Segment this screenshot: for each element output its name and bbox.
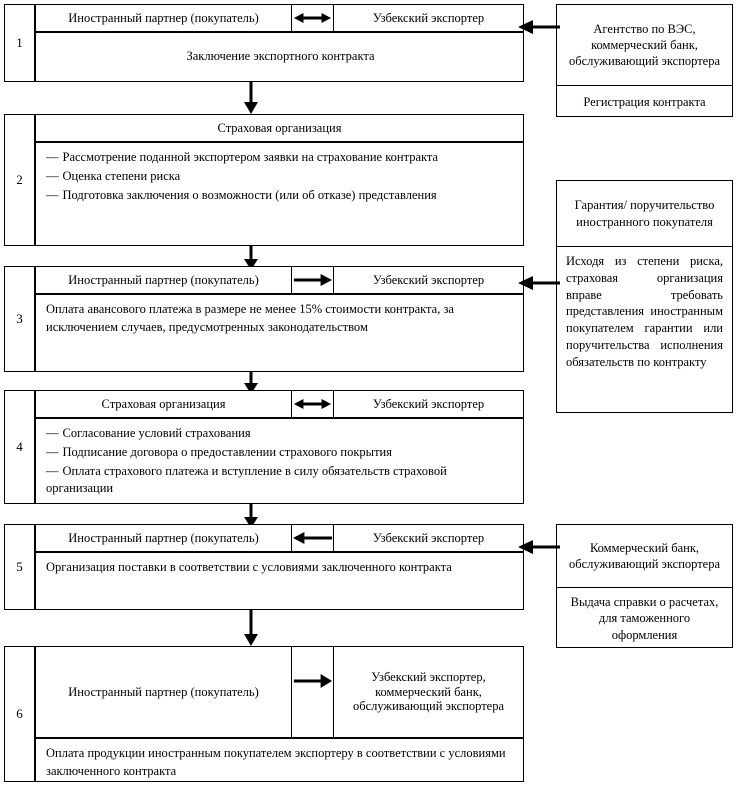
double-arrow-icon bbox=[291, 391, 334, 417]
bullet-text: Подписание договора о предоставлении стр… bbox=[62, 444, 392, 459]
actor-foreign-partner-6: Иностранный партнер (покупатель) bbox=[68, 684, 259, 699]
step-description-3: Оплата авансового платежа в размере не м… bbox=[46, 302, 454, 334]
step-body-3: Иностранный партнер (покупатель) Узбекск… bbox=[36, 267, 523, 371]
step-description-6: Оплата продукции иностранным покупателем… bbox=[46, 746, 506, 778]
bullet-list-4: —Согласование условий страхования —Подпи… bbox=[46, 425, 515, 498]
side-box-guarantee-title: Гарантия/ поручительство иностранного по… bbox=[574, 198, 715, 229]
actor-uzbek-exporter-4: Узбекский экспортер bbox=[372, 396, 485, 411]
step-body-6: Иностранный партнер (покупатель) Узбекск… bbox=[36, 647, 523, 781]
side-box-guarantee-body: Исходя из степени риска, страховая орган… bbox=[557, 246, 732, 414]
dash-glyph: — bbox=[46, 463, 59, 478]
step-header-5: Иностранный партнер (покупатель) Узбекск… bbox=[36, 525, 523, 553]
list-item: —Подготовка заключения о возможности (ил… bbox=[46, 187, 515, 205]
step-number-6: 6 bbox=[5, 647, 36, 781]
connector-arrow-1-2 bbox=[237, 82, 265, 114]
actor-foreign-partner-3: Иностранный партнер (покупатель) bbox=[68, 272, 259, 287]
bullet-list-2: —Рассмотрение поданной экспортером заявк… bbox=[46, 149, 515, 204]
feeder-arrow-agency-to-step-1 bbox=[516, 18, 560, 36]
step-body-4: Страховая организация Узбекский экспорте… bbox=[36, 391, 523, 503]
step-block-1: 1 Иностранный партнер (покупатель) Узбек… bbox=[4, 4, 524, 82]
step-block-3: 3 Иностранный партнер (покупатель) Узбек… bbox=[4, 266, 524, 372]
double-arrow-icon bbox=[291, 5, 334, 31]
step-block-5: 5 Иностранный партнер (покупатель) Узбек… bbox=[4, 524, 524, 610]
step-number-2: 2 bbox=[5, 115, 36, 245]
actor-uzbek-exporter-bank-6: Узбекский экспортер, коммерческий банк, … bbox=[352, 669, 505, 714]
bullet-text: Оплата страхового платежа и вступление в… bbox=[46, 463, 447, 496]
side-box-agency-action: Регистрация контракта bbox=[557, 85, 732, 118]
left-arrow-icon bbox=[291, 525, 334, 551]
feeder-arrow-guarantee-to-step-3 bbox=[516, 274, 560, 292]
feeder-arrow-bank-to-step-5 bbox=[516, 538, 560, 556]
step-description-5: Организация поставки в соответствии с ус… bbox=[46, 560, 452, 574]
list-item: —Подписание договора о предоставлении ст… bbox=[46, 444, 515, 462]
bullet-text: Оценка степени риска bbox=[62, 168, 181, 183]
step-description-4: —Согласование условий страхования —Подпи… bbox=[36, 419, 523, 505]
list-item: —Рассмотрение поданной экспортером заявк… bbox=[46, 149, 515, 167]
step-body-1: Иностранный партнер (покупатель) Узбекск… bbox=[36, 5, 523, 81]
step-header-1: Иностранный партнер (покупатель) Узбекск… bbox=[36, 5, 523, 33]
step-header-6: Иностранный партнер (покупатель) Узбекск… bbox=[36, 647, 523, 739]
list-item: —Оценка степени риска bbox=[46, 168, 515, 186]
side-box-bank: Коммерческий банк, обслуживающий экспорт… bbox=[556, 524, 733, 648]
actor-insurance-org-4: Страховая организация bbox=[101, 396, 226, 411]
right-arrow-icon bbox=[291, 647, 334, 737]
step-number-3: 3 bbox=[5, 267, 36, 371]
bullet-text: Подготовка заключения о возможности (или… bbox=[62, 187, 437, 202]
actor-insurance-org-2: Страховая организация bbox=[217, 120, 342, 135]
step-number-1: 1 bbox=[5, 5, 36, 81]
list-item: —Оплата страхового платежа и вступление … bbox=[46, 463, 515, 499]
step-number-4: 4 bbox=[5, 391, 36, 503]
actor-uzbek-exporter-3: Узбекский экспортер bbox=[372, 272, 485, 287]
dash-glyph: — bbox=[46, 187, 59, 202]
side-box-bank-action: Выдача справки о расчетах, для таможенно… bbox=[557, 587, 732, 649]
side-box-agency: Агентство по ВЭС, коммерческий банк, обс… bbox=[556, 4, 733, 117]
side-box-bank-title: Коммерческий банк, обслуживающий экспорт… bbox=[568, 540, 721, 571]
actor-foreign-partner-1: Иностранный партнер (покупатель) bbox=[68, 10, 259, 25]
step-body-5: Иностранный партнер (покупатель) Узбекск… bbox=[36, 525, 523, 609]
bullet-text: Согласование условий страхования bbox=[62, 426, 251, 440]
right-arrow-icon bbox=[291, 267, 334, 293]
step-description-1: Заключение экспортного контракта bbox=[186, 49, 375, 64]
step-block-6: 6 Иностранный партнер (покупатель) Узбек… bbox=[4, 646, 524, 782]
dash-glyph: — bbox=[46, 444, 59, 459]
connector-arrow-4-5 bbox=[237, 504, 265, 528]
connector-arrow-2-3 bbox=[237, 246, 265, 270]
actor-uzbek-exporter-5: Узбекский экспортер bbox=[372, 530, 485, 545]
step-header-4: Страховая организация Узбекский экспорте… bbox=[36, 391, 523, 419]
step-number-5: 5 bbox=[5, 525, 36, 609]
side-box-guarantee: Гарантия/ поручительство иностранного по… bbox=[556, 180, 733, 413]
step-header-2: Страховая организация bbox=[36, 115, 523, 143]
bullet-text: Рассмотрение поданной экспортером заявки… bbox=[62, 150, 439, 164]
step-header-3: Иностранный партнер (покупатель) Узбекск… bbox=[36, 267, 523, 295]
dash-glyph: — bbox=[46, 150, 59, 164]
step-block-4: 4 Страховая организация Узбекский экспор… bbox=[4, 390, 524, 504]
step-block-2: 2 Страховая организация —Рассмотрение по… bbox=[4, 114, 524, 246]
side-box-agency-title: Агентство по ВЭС, коммерческий банк, обс… bbox=[568, 21, 721, 69]
dash-glyph: — bbox=[46, 168, 59, 183]
dash-glyph: — bbox=[46, 426, 59, 440]
connector-arrow-3-4 bbox=[237, 372, 265, 394]
step-body-2: Страховая организация —Рассмотрение пода… bbox=[36, 115, 523, 245]
actor-foreign-partner-5: Иностранный партнер (покупатель) bbox=[68, 530, 259, 545]
step-description-2: —Рассмотрение поданной экспортером заявк… bbox=[36, 143, 523, 245]
list-item: —Согласование условий страхования bbox=[46, 425, 515, 443]
actor-uzbek-exporter-1: Узбекский экспортер bbox=[372, 10, 485, 25]
connector-arrow-5-6 bbox=[237, 610, 265, 646]
